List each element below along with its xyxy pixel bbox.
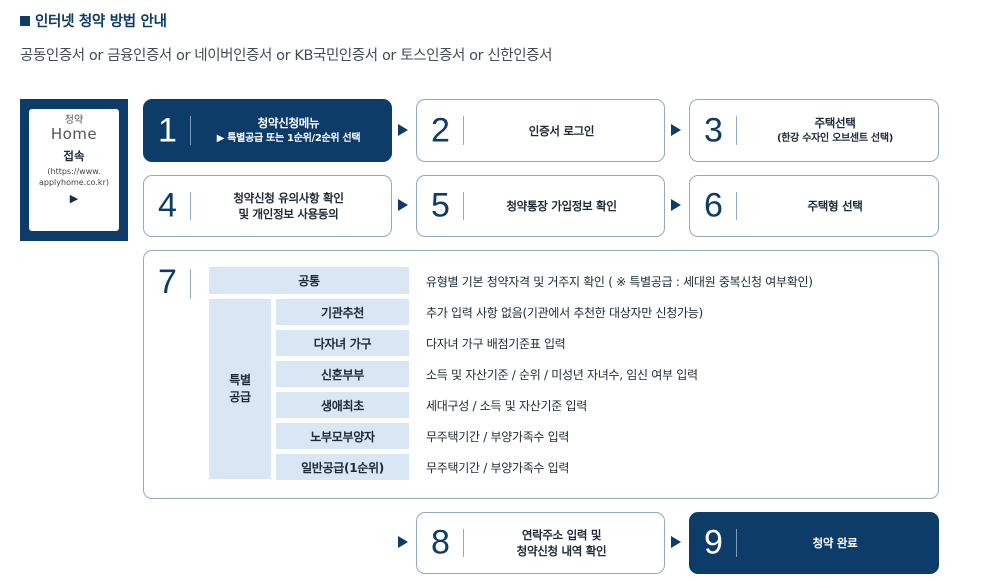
step-text: 청약신청메뉴 ▶ 특별공급 또는 1순위/2순위 선택 — [216, 115, 361, 144]
special-row-label: 신혼부부 — [276, 361, 409, 387]
step-text: 연락주소 입력 및 청약신청 내역 확인 — [516, 528, 607, 558]
divider — [463, 116, 464, 145]
square-bullet-icon — [20, 16, 30, 26]
step-4-box: 4 청약신청 유의사항 확인 및 개인정보 사용동의 — [143, 175, 392, 237]
step-number: 1 — [158, 111, 177, 149]
page-title: 인터넷 청약 방법 안내 — [20, 10, 167, 31]
step-number: 3 — [704, 111, 723, 149]
applyhome-link-card[interactable]: 청약 Home 접속 (https://www. applyhome.co.kr… — [20, 99, 128, 241]
step-text: 청약신청 유의사항 확인 및 개인정보 사용동의 — [233, 191, 344, 221]
special-row-desc: 무주택기간 / 부양가족수 입력 — [426, 430, 570, 444]
step-2-box: 2 인증서 로그인 — [416, 99, 665, 162]
divider — [736, 529, 737, 557]
special-row-desc: 무주택기간 / 부양가족수 입력 — [426, 461, 570, 475]
common-desc: 유형별 기본 청약자격 및 거주지 확인 ( ※ 특별공급 : 세대원 중복신청… — [426, 275, 813, 289]
special-row-desc: 세대구성 / 소득 및 자산기준 입력 — [426, 399, 587, 413]
step-text: 청약 완료 — [812, 536, 858, 550]
applyhome-logo-ko: 청약 — [64, 115, 84, 126]
special-row-label: 생애최초 — [276, 392, 409, 418]
step-number: 8 — [431, 523, 450, 562]
common-label: 공통 — [209, 267, 409, 294]
step-number: 6 — [704, 186, 723, 225]
applyhome-logo-en: Home — [50, 125, 98, 143]
special-row-label: 기관추천 — [276, 299, 409, 325]
arrow-right-icon — [671, 199, 681, 211]
step-3-box: 3 주택선택 (한강 수자인 오브센트 선택) — [689, 99, 939, 162]
special-supply-label: 특별 공급 — [209, 299, 271, 479]
page-subtitle: 공동인증서 or 금융인증서 or 네이버인증서 or KB국민인증서 or 토… — [20, 48, 553, 64]
applyhome-link-inner[interactable]: 청약 Home 접속 (https://www. applyhome.co.kr… — [29, 109, 119, 231]
applyhome-url: (https://www. applyhome.co.kr) — [39, 167, 109, 187]
divider — [463, 192, 464, 220]
arrow-right-icon — [398, 199, 408, 211]
step-9-box: 9 청약 완료 — [689, 512, 939, 574]
special-row-label: 노부모부양자 — [276, 423, 409, 449]
step-number: 5 — [431, 186, 450, 225]
divider — [190, 269, 191, 299]
arrow-right-icon — [398, 124, 408, 136]
step-text: 청약통장 가입정보 확인 — [506, 199, 617, 213]
step-text: 주택선택 (한강 수자인 오브센트 선택) — [777, 115, 893, 144]
connect-label: 접속 — [63, 149, 85, 163]
arrow-right-icon — [398, 536, 408, 548]
special-row-desc: 소득 및 자산기준 / 순위 / 미성년 자녀수, 임신 여부 입력 — [426, 368, 698, 382]
step-number: 9 — [704, 523, 723, 562]
step-1-box: 1 청약신청메뉴 ▶ 특별공급 또는 1순위/2순위 선택 — [143, 99, 392, 162]
divider — [190, 192, 191, 220]
divider — [736, 192, 737, 220]
divider — [463, 529, 464, 557]
arrow-right-icon — [671, 536, 681, 548]
special-row-desc: 다자녀 가구 배점기준표 입력 — [426, 337, 566, 351]
step-text: 인증서 로그인 — [528, 123, 595, 138]
special-row-desc: 추가 입력 사항 없음(기관에서 추천한 대상자만 신청가능) — [426, 306, 703, 320]
divider — [736, 116, 737, 145]
step-number: 2 — [431, 111, 450, 149]
special-row-label: 일반공급(1순위) — [276, 454, 409, 480]
arrow-right-icon — [671, 124, 681, 136]
step-number: 7 — [158, 263, 177, 301]
divider — [190, 116, 191, 145]
step-5-box: 5 청약통장 가입정보 확인 — [416, 175, 665, 237]
step-6-box: 6 주택형 선택 — [689, 175, 939, 237]
step-text: 주택형 선택 — [807, 199, 863, 213]
step-7-box: 7 공통 유형별 기본 청약자격 및 거주지 확인 ( ※ 특별공급 : 세대원… — [143, 250, 939, 499]
step-number: 4 — [158, 186, 177, 225]
play-arrow-icon: ▶ — [69, 192, 79, 205]
step-8-box: 8 연락주소 입력 및 청약신청 내역 확인 — [416, 512, 665, 574]
special-row-label: 다자녀 가구 — [276, 330, 409, 356]
